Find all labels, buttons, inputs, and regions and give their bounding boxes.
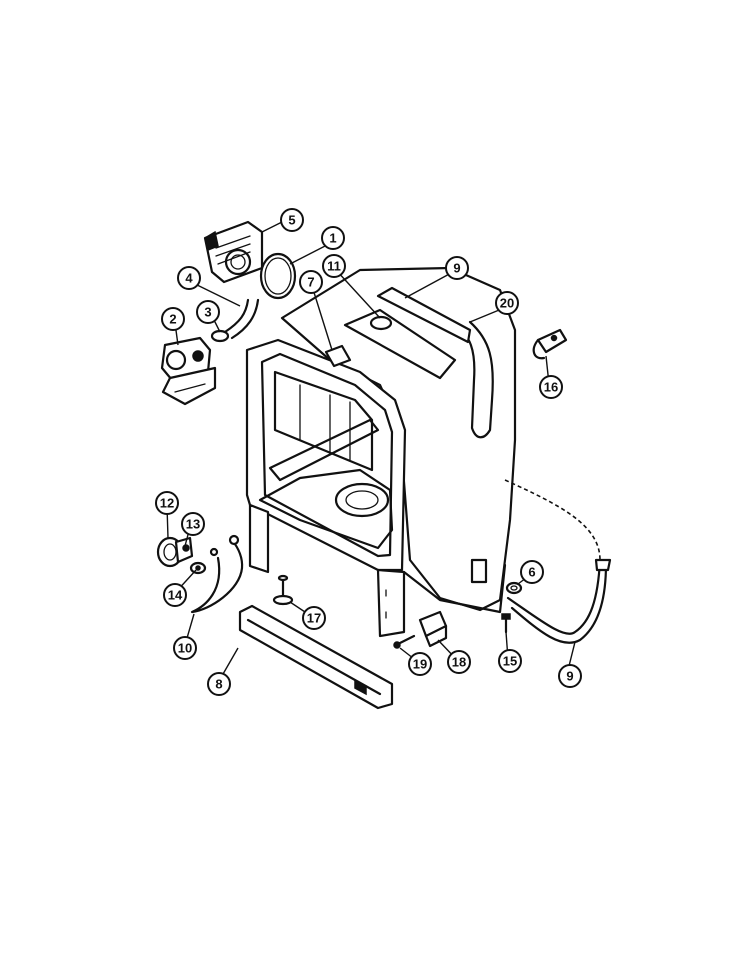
screw-15 xyxy=(501,613,511,634)
right-leg xyxy=(376,568,406,638)
callout-10: 10 xyxy=(173,636,197,660)
tub-floor xyxy=(258,468,394,550)
tub-rib-lines xyxy=(299,384,351,461)
svg-text:12: 12 xyxy=(160,496,174,511)
callout-16: 16 xyxy=(539,375,563,399)
water-valve xyxy=(160,336,217,406)
mounting-bracket-16 xyxy=(532,328,568,360)
svg-text:2: 2 xyxy=(169,312,176,327)
hose-clamp xyxy=(210,329,230,343)
svg-text:8: 8 xyxy=(215,677,222,692)
svg-text:19: 19 xyxy=(413,657,427,672)
toe-panel xyxy=(238,604,394,710)
drain-hose-dashed xyxy=(504,479,601,561)
svg-text:3: 3 xyxy=(204,305,211,320)
svg-text:1: 1 xyxy=(329,231,336,246)
svg-text:18: 18 xyxy=(452,655,466,670)
svg-text:7: 7 xyxy=(307,275,314,290)
callout-1: 1 xyxy=(321,226,345,250)
vent-assembly xyxy=(203,220,264,284)
callout-19: 19 xyxy=(408,652,432,676)
drain-clamp xyxy=(505,581,523,595)
nut-14 xyxy=(189,561,207,575)
tub-inner-wall xyxy=(273,370,374,472)
thermostat-assembly xyxy=(156,536,194,568)
bracket-18 xyxy=(418,610,448,648)
wire-connector-mid xyxy=(209,547,219,557)
callout-6: 6 xyxy=(520,560,544,584)
svg-text:9: 9 xyxy=(453,261,460,276)
wire-harness xyxy=(190,538,244,614)
callout-9-top: 9 xyxy=(445,256,469,280)
callout-7: 8 xyxy=(207,672,231,696)
fill-hose-elbow xyxy=(223,298,250,334)
fill-hose-elbow-2 xyxy=(230,298,260,340)
callout-14: 14 xyxy=(163,583,187,607)
blanket-top-roll xyxy=(453,320,494,439)
callout-15: 15 xyxy=(498,649,522,673)
svg-text:6: 6 xyxy=(528,565,535,580)
callout-12: 12 xyxy=(155,491,179,515)
gasket-ring xyxy=(259,252,297,300)
left-leg xyxy=(248,503,270,574)
vent-top-bracket xyxy=(324,344,352,368)
callout-9-bottom: 9 xyxy=(558,664,582,688)
svg-text:5: 5 xyxy=(288,213,295,228)
leveling-leg xyxy=(272,574,294,606)
svg-text:13: 13 xyxy=(186,517,200,532)
svg-text:11: 11 xyxy=(327,259,341,274)
tub-inner-shelf xyxy=(268,418,380,482)
side-access-window xyxy=(470,558,488,584)
tub-assembly xyxy=(245,266,517,638)
callout-3: 3 xyxy=(196,300,220,324)
callout-11: 11 xyxy=(322,254,346,278)
callouts: 5 1 4 3 2 7 11 9 xyxy=(155,208,582,696)
tub-side-edge xyxy=(402,563,507,614)
callout-2: 2 xyxy=(161,307,185,331)
drain-hose-outer xyxy=(510,562,608,644)
svg-text:17: 17 xyxy=(307,611,321,626)
drain-hose-end xyxy=(594,558,612,572)
callout-5: 5 xyxy=(280,208,304,232)
tub-front-frame-inner xyxy=(260,352,394,558)
top-fill-tube xyxy=(376,286,472,344)
svg-text:10: 10 xyxy=(178,641,192,656)
callout-18: 18 xyxy=(447,650,471,674)
sump xyxy=(334,482,390,518)
drain-hose xyxy=(506,558,602,635)
svg-text:20: 20 xyxy=(500,296,514,311)
wire-connector-top xyxy=(228,534,240,546)
tub-front-frame-outer xyxy=(245,338,407,572)
svg-text:9: 9 xyxy=(566,669,573,684)
callout-20: 20 xyxy=(495,291,519,315)
svg-text:4: 4 xyxy=(185,271,193,286)
callout-8: 7 xyxy=(299,270,323,294)
leader-lines xyxy=(166,221,576,682)
gasket-ring-inner xyxy=(264,257,292,295)
callout-17: 17 xyxy=(302,606,326,630)
screw-19 xyxy=(393,634,416,649)
callout-4: 4 xyxy=(177,266,201,290)
sump-inner xyxy=(345,490,379,510)
svg-text:16: 16 xyxy=(544,380,558,395)
svg-text:14: 14 xyxy=(168,588,183,603)
svg-text:15: 15 xyxy=(503,654,517,669)
top-port-ring xyxy=(369,315,393,331)
callout-13: 13 xyxy=(181,512,205,536)
